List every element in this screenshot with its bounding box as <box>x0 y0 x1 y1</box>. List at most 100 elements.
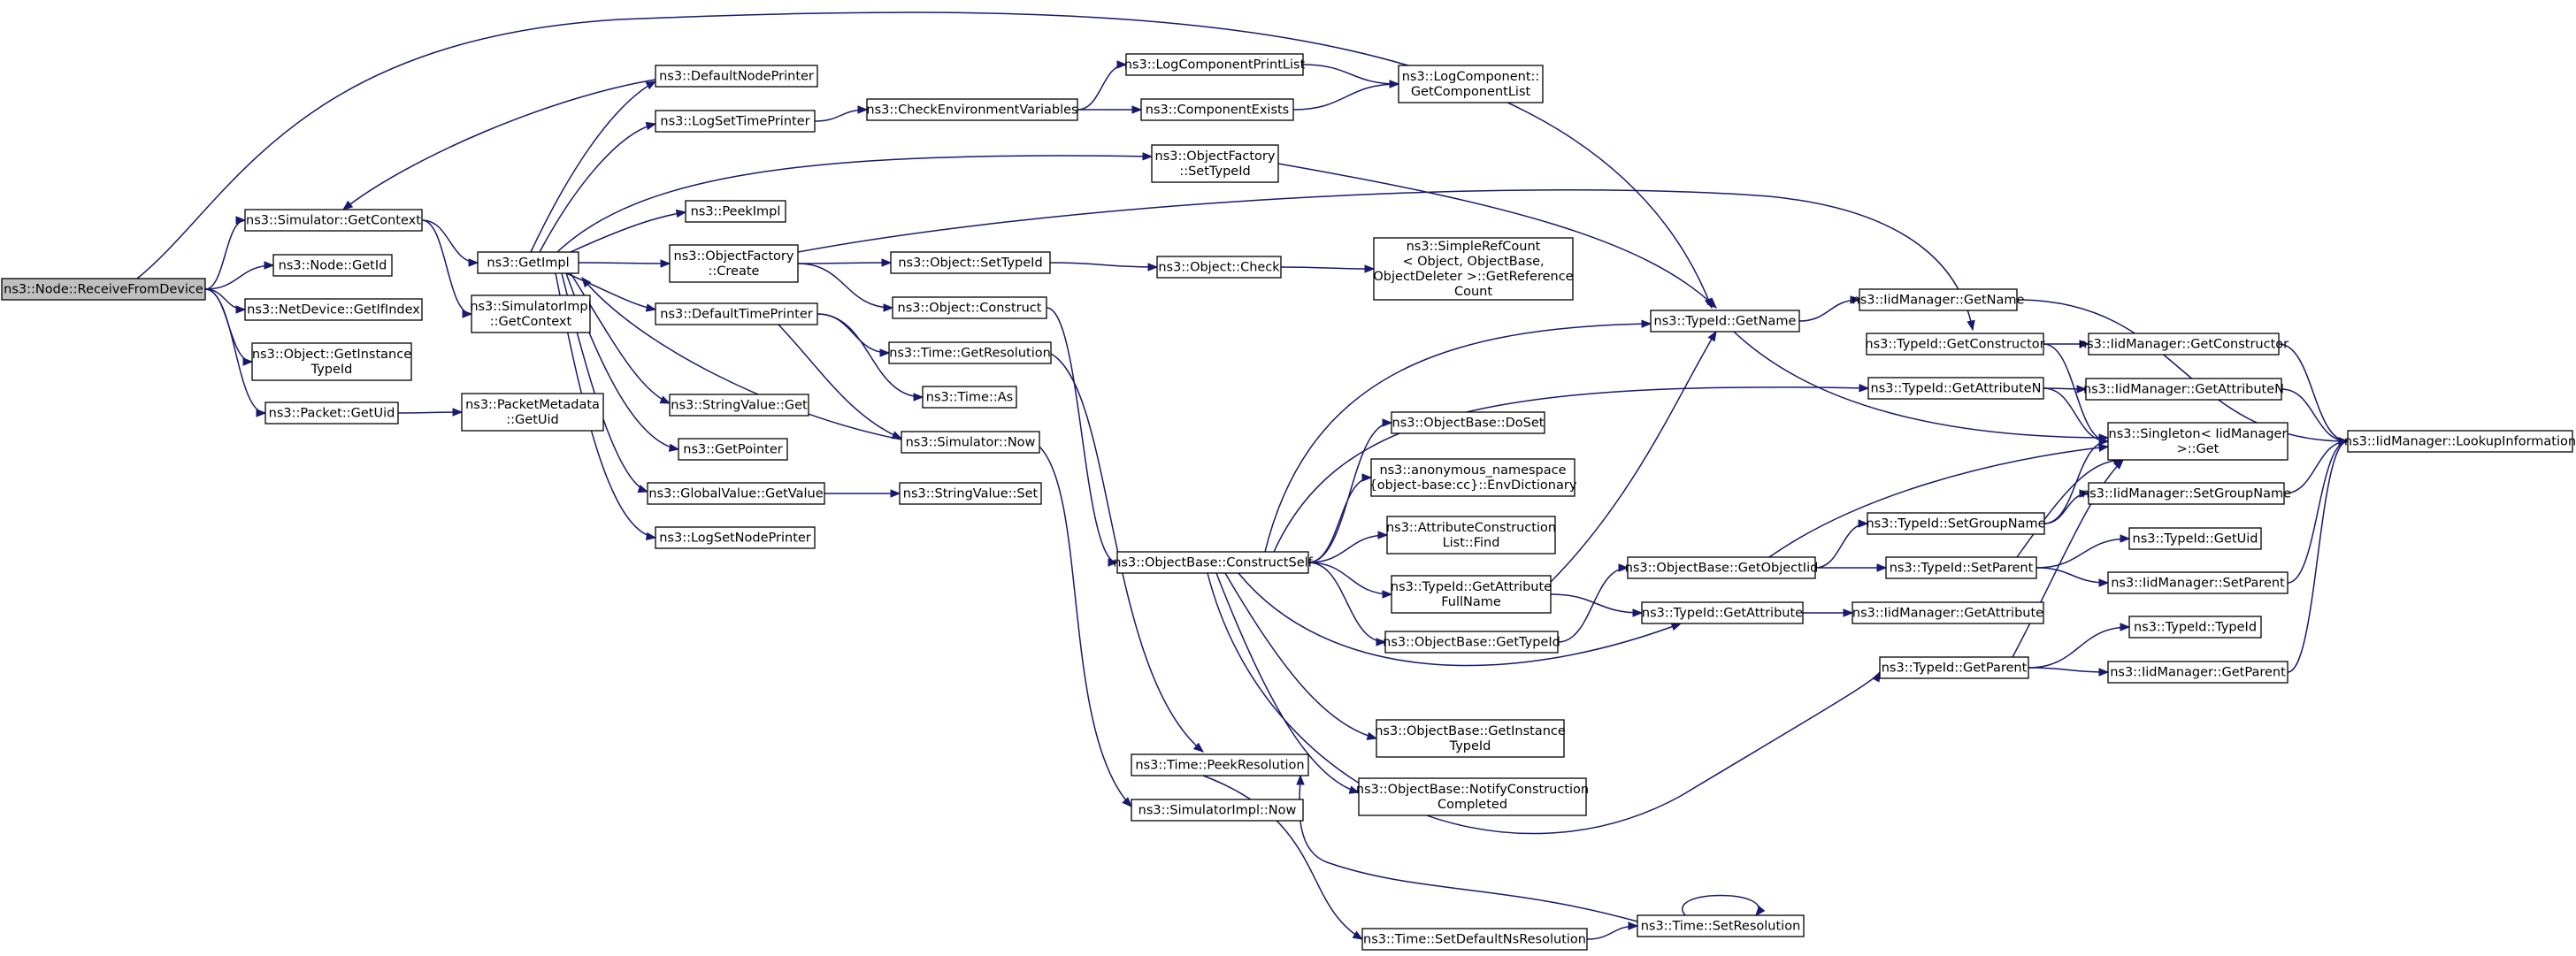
function-node-singletonGet[interactable]: ns3::Singleton< IidManager>::Get <box>2107 422 2288 461</box>
function-node-objectCheck[interactable]: ns3::Object::Check <box>1156 256 1282 279</box>
node-label: ns3::GetPointer <box>683 443 783 457</box>
arrow-head-icon <box>637 485 649 493</box>
function-node-packetMetaGetUid[interactable]: ns3::PacketMetadata::GetUid <box>461 393 604 432</box>
function-node-objFactoryCreate[interactable]: ns3::ObjectFactory::Create <box>669 244 799 283</box>
function-node-envDictionary[interactable]: ns3::anonymous_namespace{object-base:cc}… <box>1369 458 1577 497</box>
node-label: ns3::IidManager::GetParent <box>2110 666 2286 680</box>
function-node-getImpl[interactable]: ns3::GetImpl <box>477 251 579 274</box>
function-node-typeIdGetAttributeN[interactable]: ns3::TypeId::GetAttributeN <box>1867 377 2044 400</box>
node-label: ns3::Time::SetResolution <box>1641 920 1801 934</box>
function-node-stringValueGet[interactable]: ns3::StringValue::Get <box>669 394 809 417</box>
function-node-stringValueSet[interactable]: ns3::StringValue::Set <box>899 482 1042 505</box>
function-node-logSetNodePrinter[interactable]: ns3::LogSetNodePrinter <box>655 526 816 549</box>
function-node-defaultTimePrinter[interactable]: ns3::DefaultTimePrinter <box>655 302 818 325</box>
function-node-timePeekResolution[interactable]: ns3::Time::PeekResolution <box>1131 753 1309 776</box>
function-node-getContext[interactable]: ns3::Simulator::GetContext <box>244 209 423 232</box>
function-node-simImplGetContext[interactable]: ns3::SimulatorImpl::GetContext <box>470 294 592 333</box>
function-node-typeIdGetConstructor[interactable]: ns3::TypeId::GetConstructor <box>1865 333 2045 356</box>
function-node-iidMgrGetAttributeN[interactable]: ns3::IidManager::GetAttributeN <box>2083 378 2284 401</box>
function-node-componentExists[interactable]: ns3::ComponentExists <box>1140 98 1294 121</box>
function-node-iidMgrLookupInfo[interactable]: ns3::IidManager::LookupInformation <box>2344 430 2576 453</box>
function-node-timeAs[interactable]: ns3::Time::As <box>922 386 1017 409</box>
function-node-timeSetResolution[interactable]: ns3::Time::SetResolution <box>1637 914 1805 937</box>
function-node-iidMgrGetConstructor[interactable]: ns3::IidManager::GetConstructor <box>2079 333 2288 356</box>
function-node-objBaseGetObjectIid[interactable]: ns3::ObjectBase::GetObjectIid <box>1625 556 1819 579</box>
function-node-timeSetDefaultNsRes[interactable]: ns3::Time::SetDefaultNsResolution <box>1361 928 1588 951</box>
function-node-typeIdTypeId[interactable]: ns3::TypeId::TypeId <box>2128 616 2262 639</box>
arrow-head-icon <box>1706 298 1717 309</box>
function-node-packetGetUid[interactable]: ns3::Packet::GetUid <box>264 402 399 424</box>
call-edge-getContext-to-simImplGetContext <box>421 219 473 318</box>
node-label: ns3::GetImpl <box>487 256 569 271</box>
call-edge-getImpl-to-objFactorySetTypeId <box>556 152 1154 253</box>
node-label: ns3::LogComponent:: <box>1402 70 1540 84</box>
function-node-typeIdGetName[interactable]: ns3::TypeId::GetName <box>1650 310 1800 333</box>
function-node-typeIdGetAttribute[interactable]: ns3::TypeId::GetAttribute <box>1641 601 1804 624</box>
function-node-typeIdGetParent[interactable]: ns3::TypeId::GetParent <box>1879 656 2029 679</box>
call-edge-defaultNodePrinter-to-getContext <box>341 79 656 210</box>
node-box <box>1156 256 1282 279</box>
call-edge-objBaseGetObjectIid-to-typeIdSetGroupName <box>1814 519 1869 569</box>
function-node-typeIdSetParent[interactable]: ns3::TypeId::SetParent <box>1885 556 2037 579</box>
function-node-iidMgrSetGroupName[interactable]: ns3::IidManager::SetGroupName <box>2082 482 2291 505</box>
arrow-head-icon <box>1858 519 1869 528</box>
function-node-timeGetResolution[interactable]: ns3::Time::GetResolution <box>888 341 1052 364</box>
arrow-head-icon <box>1352 930 1364 940</box>
node-label: ns3::Object::Construct <box>898 302 1042 316</box>
function-node-typeIdGetUid[interactable]: ns3::TypeId::GetUid <box>2128 527 2262 550</box>
call-edge-typeIdGetAttrFullName-to-typeIdGetName <box>1550 330 1717 583</box>
edge-line <box>797 262 892 264</box>
edge-line <box>1550 593 1643 614</box>
node-box <box>1 278 206 301</box>
call-edge-root-to-packetGetUid <box>204 288 267 417</box>
function-node-objBaseGetTypeId[interactable]: ns3::ObjectBase::GetTypeId <box>1383 631 1560 654</box>
node-box <box>1391 411 1545 434</box>
arrow-head-icon <box>1618 563 1629 572</box>
function-node-simImplNow[interactable]: ns3::SimulatorImpl::Now <box>1131 799 1304 822</box>
function-node-objectSetTypeId[interactable]: ns3::Object::SetTypeId <box>890 251 1051 274</box>
function-node-objectConstruct[interactable]: ns3::Object::Construct <box>892 296 1047 319</box>
node-label: ns3::Time::GetResolution <box>889 347 1051 361</box>
call-edge-defaultTimePrinter-to-timeAs <box>816 313 924 402</box>
function-node-simpleRefCount[interactable]: ns3::SimpleRefCount< Object, ObjectBase,… <box>1373 237 1574 301</box>
node-label: ns3::IidManager::GetName <box>1852 294 2025 308</box>
function-node-objBaseDoSet[interactable]: ns3::ObjectBase::DoSet <box>1391 411 1545 434</box>
edge-line <box>1224 572 1377 739</box>
function-node-iidMgrGetParent[interactable]: ns3::IidManager::GetParent <box>2107 661 2288 684</box>
node-box <box>1386 516 1556 554</box>
function-node-iidMgrSetParent[interactable]: ns3::IidManager::SetParent <box>2107 571 2288 594</box>
edge-line <box>204 264 274 290</box>
function-node-objFactorySetTypeId[interactable]: ns3::ObjectFactory::SetTypeId <box>1151 144 1279 183</box>
function-node-logComponentPrintList[interactable]: ns3::LogComponentPrintList <box>1124 53 1306 76</box>
function-node-globalValueGetValue[interactable]: ns3::GlobalValue::GetValue <box>647 482 825 505</box>
node-label: Completed <box>1438 798 1507 812</box>
function-node-defaultNodePrinter[interactable]: ns3::DefaultNodePrinter <box>655 65 818 88</box>
function-node-root[interactable]: ns3::Node::ReceiveFromDevice <box>1 278 206 301</box>
function-node-iidMgrGetName[interactable]: ns3::IidManager::GetName <box>1852 288 2025 311</box>
node-label: ns3::Object::GetInstance <box>252 348 411 362</box>
function-node-peekImpl[interactable]: ns3::PeekImpl <box>685 200 786 223</box>
call-edge-typeIdGetConstructor-to-iidMgrGetConstructor <box>2043 340 2090 348</box>
node-label: ns3::LogSetNodePrinter <box>659 532 811 546</box>
function-node-nodeGetId[interactable]: ns3::Node::GetId <box>272 254 393 277</box>
node-label: ns3::TypeId::GetUid <box>2133 532 2258 547</box>
function-node-logCompGetComponentList[interactable]: ns3::LogComponent::GetComponentList <box>1398 65 1544 103</box>
arrow-head-icon <box>675 209 687 218</box>
edge-line <box>1307 562 1386 643</box>
function-node-objBaseConstructSelf[interactable]: ns3::ObjectBase::ConstructSelf <box>1113 551 1314 574</box>
call-edge-objFactoryCreate-to-objectConstruct <box>797 263 894 312</box>
arrow-head-icon <box>645 532 657 541</box>
function-node-logSetTimePrinter[interactable]: ns3::LogSetTimePrinter <box>655 110 816 133</box>
function-node-simulatorNow[interactable]: ns3::Simulator::Now <box>901 431 1040 454</box>
function-node-iidMgrGetAttribute[interactable]: ns3::IidManager::GetAttribute <box>1852 601 2044 624</box>
function-node-checkEnvVars[interactable]: ns3::CheckEnvironmentVariables <box>866 98 1078 121</box>
function-node-typeIdSetGroupName[interactable]: ns3::TypeId::SetGroupName <box>1866 512 2046 535</box>
function-node-objBaseNotifyConstr[interactable]: ns3::ObjectBase::NotifyConstructionCompl… <box>1356 777 1589 816</box>
function-node-getPointer[interactable]: ns3::GetPointer <box>678 438 788 461</box>
function-node-netGetIfIndex[interactable]: ns3::NetDevice::GetIfIndex <box>244 298 423 321</box>
edge-line <box>1557 567 1629 643</box>
